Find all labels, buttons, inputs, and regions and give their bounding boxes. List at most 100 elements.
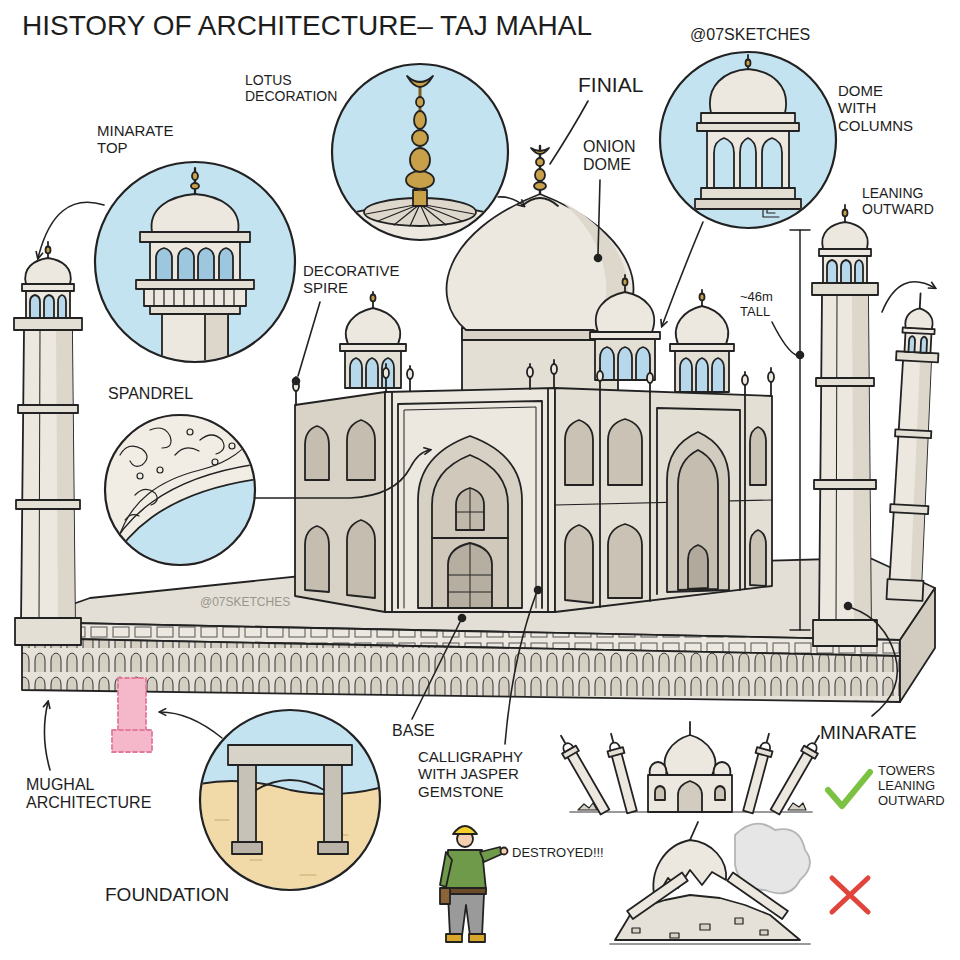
minaret bbox=[30, 295, 40, 318]
minaret bbox=[819, 295, 871, 628]
leader-line bbox=[598, 180, 600, 254]
detail-circle bbox=[95, 162, 295, 372]
leader-line bbox=[298, 302, 320, 376]
detail-circle bbox=[136, 168, 254, 372]
detail-circle bbox=[710, 69, 786, 113]
minaret bbox=[46, 247, 51, 254]
mausoleum bbox=[432, 537, 508, 539]
detail-circle bbox=[105, 415, 255, 565]
detail-circle bbox=[157, 467, 163, 473]
mausoleum bbox=[391, 392, 393, 612]
minaret bbox=[812, 205, 878, 646]
handle: @07SKETCHES bbox=[690, 26, 810, 44]
collapse-scene bbox=[627, 872, 688, 919]
small-dome bbox=[371, 295, 376, 302]
minaret bbox=[819, 249, 871, 256]
collapse-scene bbox=[760, 930, 768, 935]
detail-circle bbox=[229, 443, 235, 449]
mausoleum bbox=[456, 488, 484, 530]
detail-circle bbox=[407, 76, 433, 87]
worker-figure bbox=[501, 848, 508, 855]
dimension: ~46m TALL bbox=[740, 290, 790, 320]
detail-circle bbox=[406, 171, 434, 189]
part-label: ONION DOME bbox=[583, 138, 655, 175]
small-dome bbox=[596, 292, 654, 332]
mausoleum bbox=[295, 392, 385, 612]
minaret bbox=[22, 284, 74, 291]
decorative-spire bbox=[527, 367, 533, 377]
mausoleum bbox=[456, 488, 484, 530]
collapse-scene bbox=[632, 928, 640, 933]
watermark: @07SKETCHES bbox=[200, 596, 290, 610]
onion-dome bbox=[536, 158, 544, 166]
small-dome bbox=[676, 306, 728, 344]
leader-line bbox=[412, 622, 460, 719]
platform bbox=[22, 638, 900, 702]
detail-circle bbox=[701, 188, 795, 199]
small-dome bbox=[350, 358, 362, 388]
leader-line bbox=[852, 608, 897, 716]
mausoleum bbox=[398, 401, 542, 608]
collapse-scene bbox=[771, 751, 813, 814]
collapse-scene bbox=[648, 775, 732, 812]
leader-line bbox=[160, 712, 222, 738]
minaret bbox=[890, 504, 928, 514]
detail-circle bbox=[413, 190, 427, 206]
detail-circle bbox=[763, 209, 779, 217]
decorative-spire bbox=[383, 368, 389, 378]
detail-circle bbox=[136, 280, 254, 289]
part-label: BASE bbox=[392, 722, 435, 740]
small-dome bbox=[675, 350, 729, 392]
detail-circle bbox=[695, 199, 801, 209]
minaret bbox=[855, 260, 863, 283]
detail-circle bbox=[416, 97, 424, 107]
leader-line bbox=[459, 615, 466, 622]
detail-circle bbox=[156, 248, 172, 280]
detail-circle bbox=[697, 123, 799, 131]
leader-line bbox=[797, 352, 804, 359]
detail-circle bbox=[195, 781, 390, 900]
minaret bbox=[16, 500, 80, 509]
detail-circle bbox=[95, 428, 265, 600]
mausoleum bbox=[418, 436, 522, 608]
collapse-scene bbox=[627, 872, 688, 919]
decorative-spire bbox=[647, 373, 653, 383]
detail-circle bbox=[410, 148, 430, 172]
minaret bbox=[895, 429, 931, 438]
worker-figure bbox=[448, 894, 484, 936]
mausoleum bbox=[305, 526, 329, 592]
leader-line bbox=[845, 603, 852, 610]
detail-circle bbox=[701, 113, 795, 123]
dimension-line bbox=[790, 230, 810, 630]
detail-circle bbox=[695, 55, 801, 217]
minaret bbox=[58, 295, 66, 318]
minaret bbox=[813, 620, 877, 646]
minaret bbox=[14, 242, 82, 645]
part-label: FOUNDATION bbox=[105, 884, 229, 906]
detail-circle bbox=[198, 248, 214, 280]
leader-line bbox=[255, 450, 430, 498]
onion-dome bbox=[531, 148, 549, 154]
minaret bbox=[908, 336, 915, 352]
minaret bbox=[827, 260, 837, 283]
small-dome bbox=[623, 279, 628, 286]
small-dome bbox=[712, 358, 724, 392]
minaret bbox=[904, 332, 931, 353]
small-dome bbox=[366, 358, 378, 388]
detail-circle bbox=[250, 64, 590, 395]
small-dome bbox=[700, 294, 705, 301]
mausoleum bbox=[448, 543, 492, 608]
collapse-scene bbox=[689, 722, 691, 735]
mausoleum bbox=[657, 408, 740, 594]
collapse-scene bbox=[670, 933, 679, 938]
worker-figure bbox=[440, 888, 450, 904]
collapse-scene bbox=[768, 732, 826, 816]
leader-line bbox=[535, 587, 542, 594]
onion-dome bbox=[534, 182, 546, 190]
detail-circle bbox=[200, 435, 224, 454]
collapse-scene bbox=[610, 943, 810, 945]
mausoleum bbox=[404, 407, 536, 608]
detail-circle bbox=[150, 428, 171, 448]
